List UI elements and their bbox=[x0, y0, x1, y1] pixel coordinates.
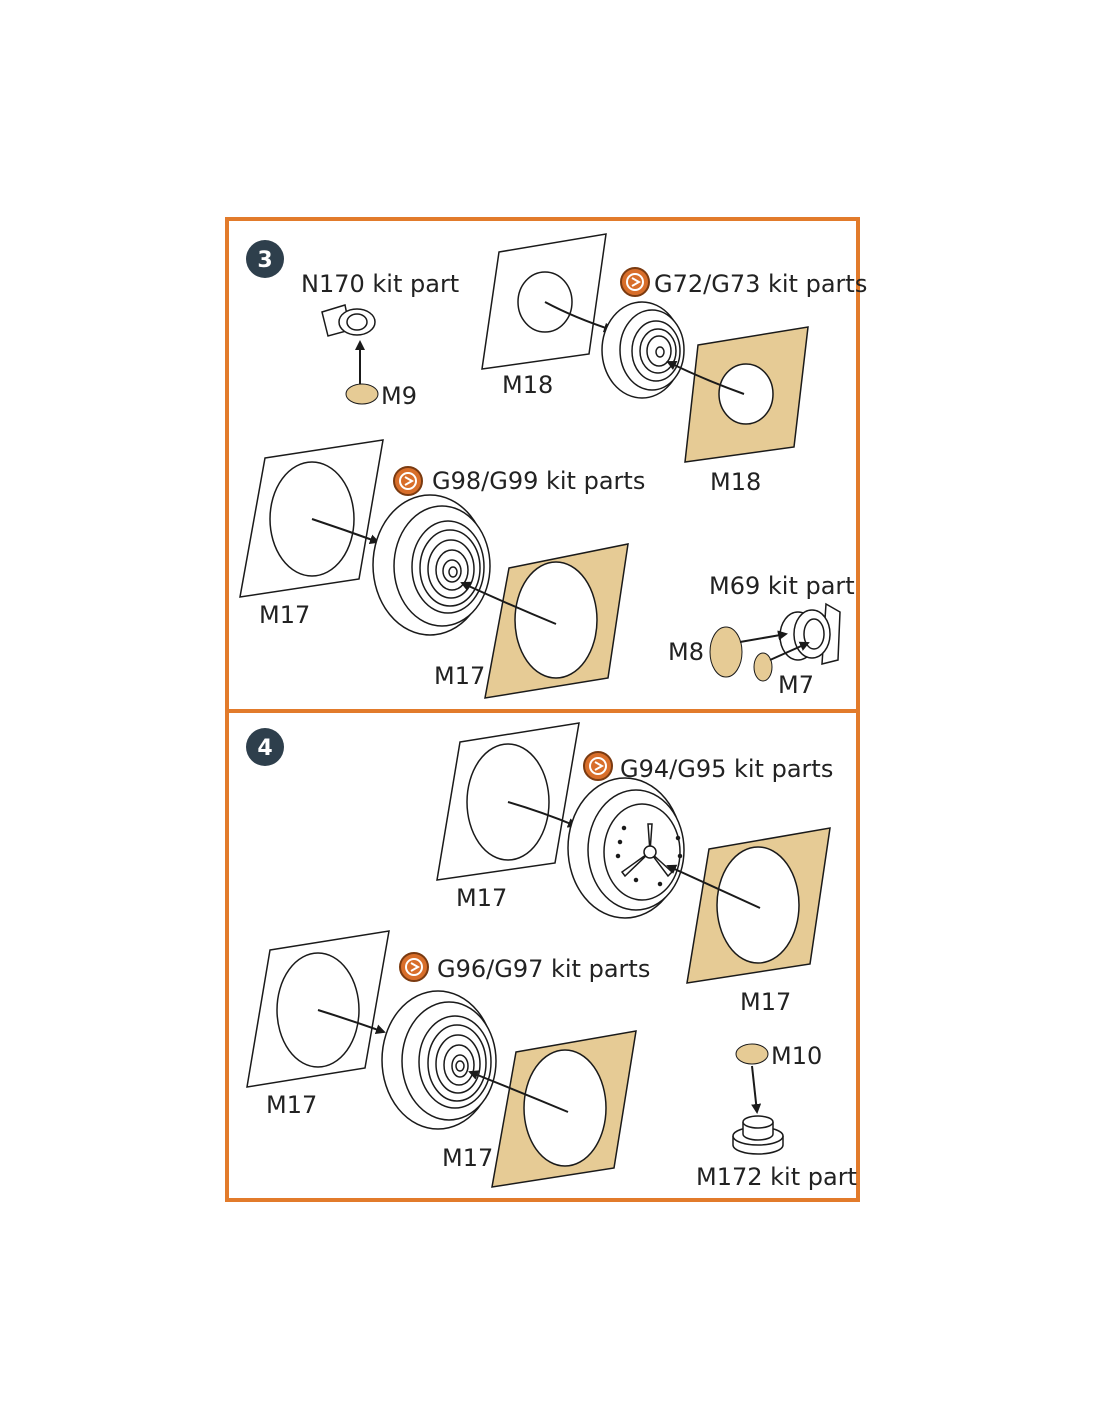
svg-text:3: 3 bbox=[257, 248, 272, 273]
label-m9: M9 bbox=[381, 382, 417, 410]
mask-m7-icon bbox=[753, 652, 773, 682]
arrow-icon bbox=[468, 1070, 569, 1113]
arrow-icon bbox=[739, 630, 788, 643]
label-m10: M10 bbox=[771, 1042, 822, 1070]
m172-part-icon bbox=[732, 1115, 784, 1155]
label-m18-right: M18 bbox=[710, 468, 761, 496]
wheel-icon bbox=[381, 990, 497, 1130]
label-g94-g95: G94/G95 kit parts bbox=[620, 755, 833, 783]
mask-m17-sheet-top-left bbox=[436, 722, 580, 881]
mask-m18-sheet-left bbox=[481, 233, 607, 370]
arrow-icon bbox=[317, 1009, 386, 1035]
step-3-panel: 3 N170 kit part M9 M18 G72/G73 kit parts bbox=[225, 217, 867, 713]
step-number-badge: 3 bbox=[246, 240, 284, 278]
step-number-badge: 4 bbox=[246, 728, 284, 766]
wheel-icon bbox=[601, 301, 685, 399]
label-m69: M69 kit part bbox=[709, 572, 855, 600]
bending-icon bbox=[399, 952, 429, 982]
bending-icon bbox=[583, 751, 613, 781]
bending-icon bbox=[393, 466, 423, 496]
mask-m9-icon bbox=[345, 383, 379, 405]
mask-m17-sheet-left bbox=[239, 439, 384, 598]
label-m17-top-left: M17 bbox=[456, 884, 507, 912]
wheel-icon bbox=[567, 777, 685, 919]
label-m172: M172 kit part bbox=[696, 1163, 857, 1191]
label-g96-g97: G96/G97 kit parts bbox=[437, 955, 650, 983]
label-m7: M7 bbox=[778, 671, 814, 699]
mask-m8-icon bbox=[709, 626, 743, 678]
bending-icon bbox=[620, 267, 650, 297]
svg-text:4: 4 bbox=[257, 736, 272, 761]
arrow-icon bbox=[311, 518, 380, 544]
label-n170: N170 kit part bbox=[301, 270, 459, 298]
step-4-panel: 4 M17 G94/G95 kit parts bbox=[225, 709, 860, 1202]
arrow-icon bbox=[544, 301, 614, 333]
label-g72-g73: G72/G73 kit parts bbox=[654, 270, 867, 298]
mask-m17-top-right bbox=[686, 827, 831, 984]
label-g98-g99: G98/G99 kit parts bbox=[432, 467, 645, 495]
mask-m17-sheet-bottom-left bbox=[246, 930, 390, 1088]
n170-part-icon bbox=[321, 304, 376, 337]
label-m17-top-right: M17 bbox=[740, 988, 791, 1016]
arrow-icon bbox=[666, 864, 761, 909]
label-m17-bottom-right: M17 bbox=[442, 1144, 493, 1172]
arrow-icon bbox=[751, 1065, 762, 1114]
label-m18-left: M18 bbox=[502, 371, 553, 399]
label-m17-left: M17 bbox=[259, 601, 310, 629]
mask-m17-right bbox=[484, 543, 629, 699]
arrow-icon bbox=[460, 581, 557, 625]
arrow-icon bbox=[769, 641, 810, 661]
mask-m17-bottom-right bbox=[491, 1030, 637, 1188]
mask-m18-right bbox=[684, 326, 809, 463]
mask-m10-icon bbox=[735, 1043, 769, 1065]
label-m17-right: M17 bbox=[434, 662, 485, 690]
label-m17-bottom-left: M17 bbox=[266, 1091, 317, 1119]
arrow-icon bbox=[507, 801, 578, 828]
arrow-icon bbox=[666, 361, 745, 395]
label-m8: M8 bbox=[668, 638, 704, 666]
